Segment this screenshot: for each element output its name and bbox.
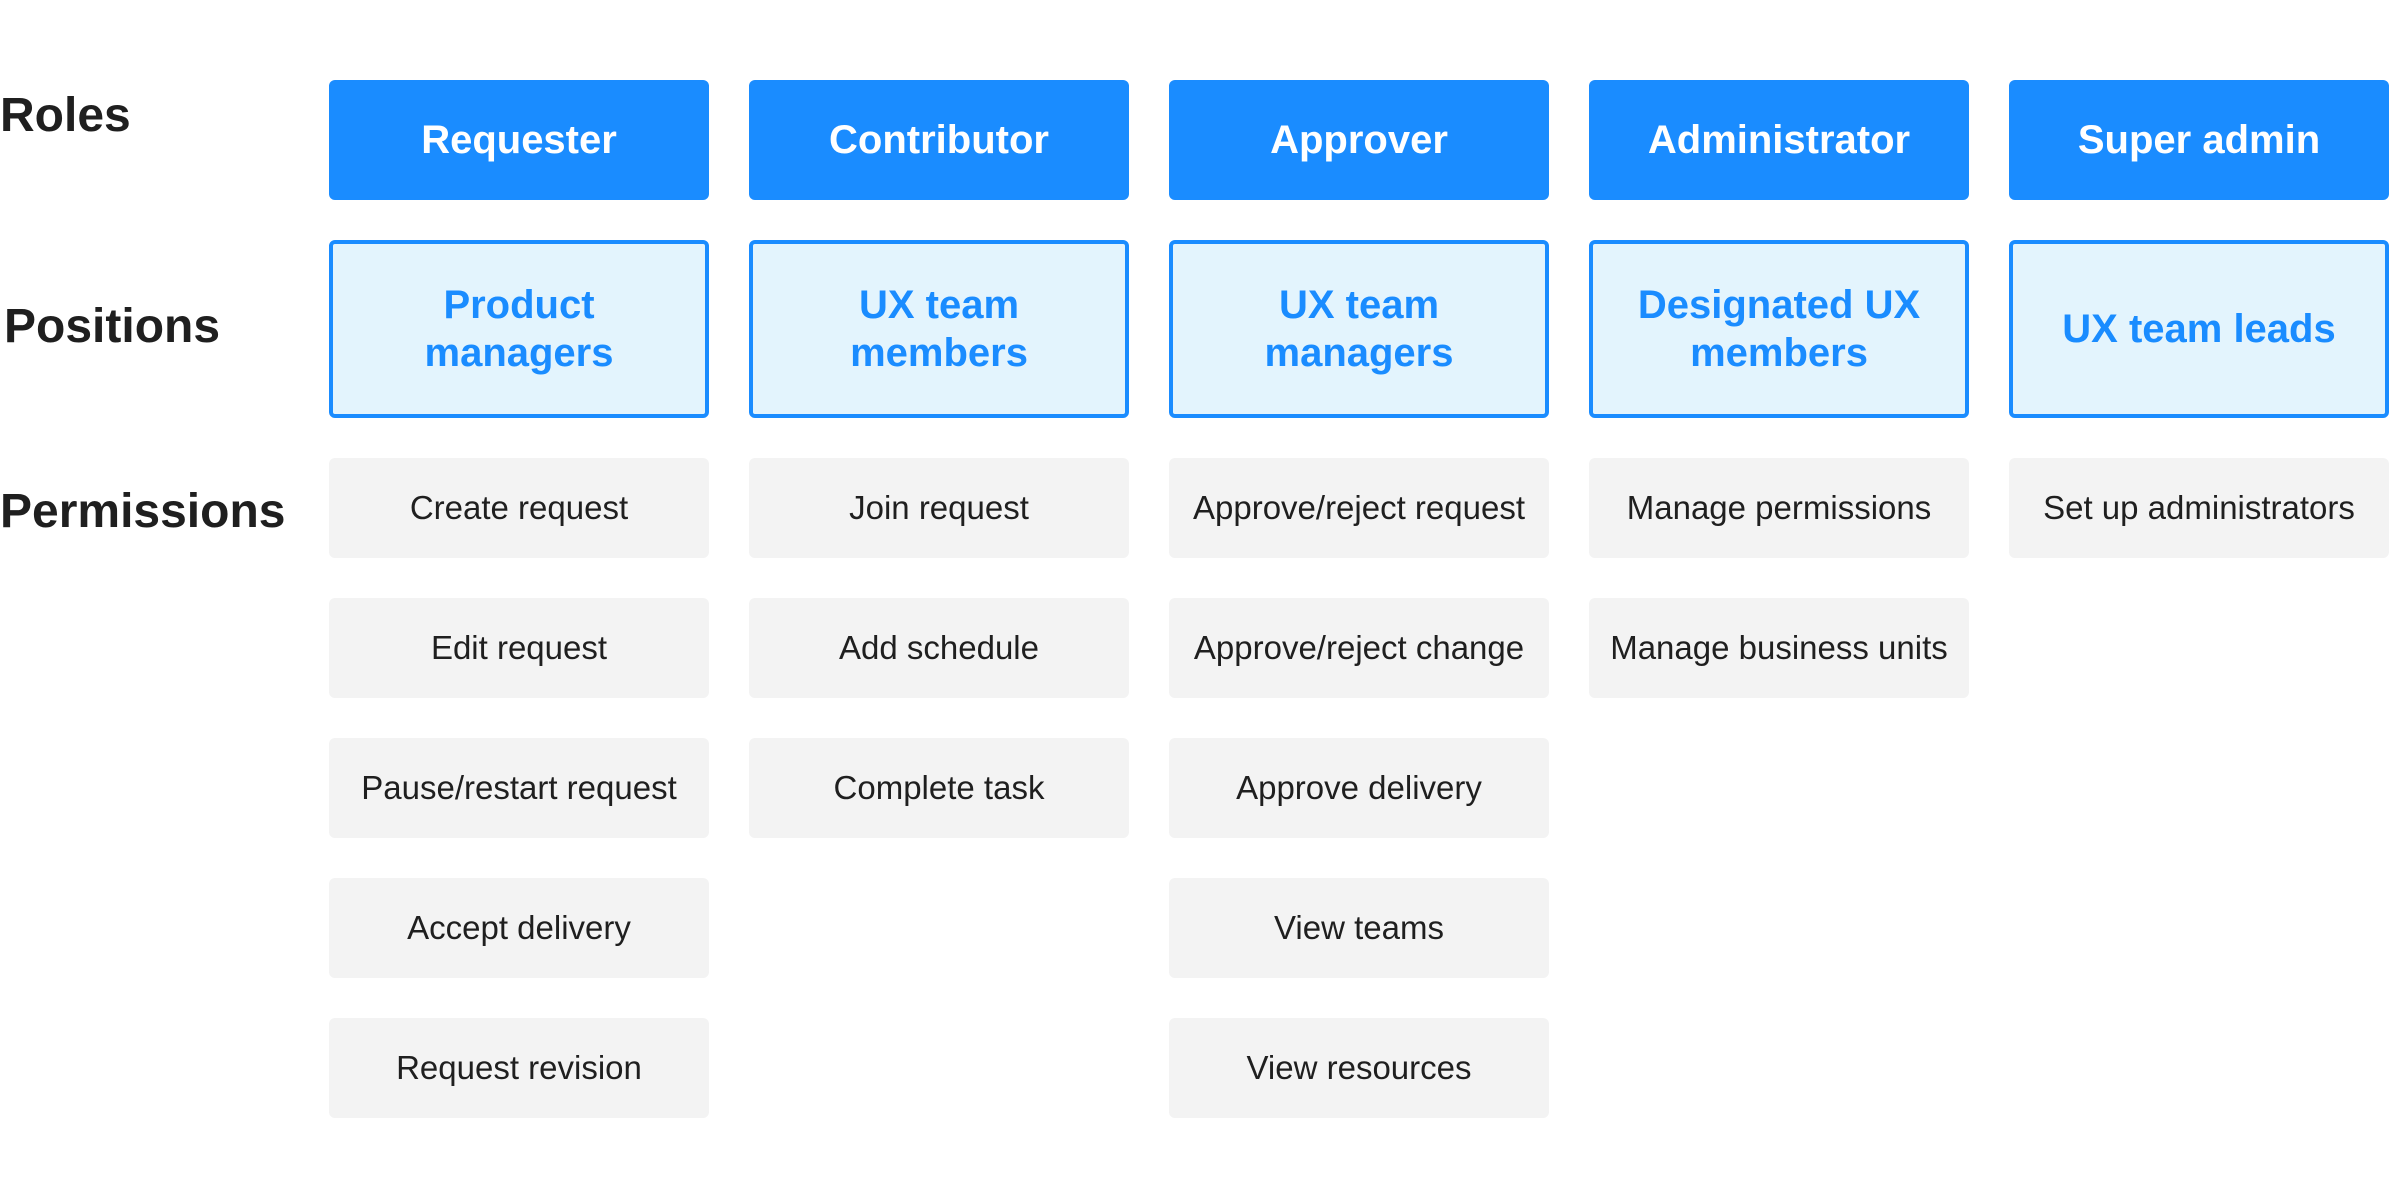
permission-item: Pause/restart request xyxy=(329,738,709,838)
positions-label: Positions xyxy=(4,300,221,353)
position-ux-team-leads: UX team leads xyxy=(2009,240,2389,418)
column-approver: Approver UX team managers Approve/reject… xyxy=(1169,80,1549,1118)
position-designated-ux-members: Designated UX members xyxy=(1589,240,1969,418)
role-approver: Approver xyxy=(1169,80,1549,200)
permission-item: Accept delivery xyxy=(329,878,709,978)
roles-label: Roles xyxy=(0,89,131,142)
permission-item: Manage permissions xyxy=(1589,458,1969,558)
permission-item: Complete task xyxy=(749,738,1129,838)
column-requester: Requester Product managers Create reques… xyxy=(329,80,709,1118)
role-super-admin: Super admin xyxy=(2009,80,2389,200)
role-requester: Requester xyxy=(329,80,709,200)
permission-item: Join request xyxy=(749,458,1129,558)
column-super-admin: Super admin UX team leads Set up adminis… xyxy=(2009,80,2389,1118)
permissions-list: Set up administrators xyxy=(2009,458,2389,558)
position-ux-team-managers: UX team managers xyxy=(1169,240,1549,418)
column-administrator: Administrator Designated UX members Mana… xyxy=(1589,80,1969,1118)
position-ux-team-members: UX team members xyxy=(749,240,1129,418)
permission-item: Edit request xyxy=(329,598,709,698)
permission-item: Approve/reject request xyxy=(1169,458,1549,558)
permission-item: View teams xyxy=(1169,878,1549,978)
permission-item: Approve delivery xyxy=(1169,738,1549,838)
position-product-managers: Product managers xyxy=(329,240,709,418)
permission-item: View resources xyxy=(1169,1018,1549,1118)
permissions-list: Join request Add schedule Complete task xyxy=(749,458,1129,838)
role-administrator: Administrator xyxy=(1589,80,1969,200)
permission-item: Request revision xyxy=(329,1018,709,1118)
permission-item: Manage business units xyxy=(1589,598,1969,698)
permissions-list: Manage permissions Manage business units xyxy=(1589,458,1969,698)
permissions-list: Create request Edit request Pause/restar… xyxy=(329,458,709,1118)
column-contributor: Contributor UX team members Join request… xyxy=(749,80,1129,1118)
permission-item: Create request xyxy=(329,458,709,558)
permissions-list: Approve/reject request Approve/reject ch… xyxy=(1169,458,1549,1118)
permission-item: Set up administrators xyxy=(2009,458,2389,558)
permissions-label: Permissions xyxy=(0,485,286,538)
role-contributor: Contributor xyxy=(749,80,1129,200)
permission-item: Approve/reject change xyxy=(1169,598,1549,698)
permission-item: Add schedule xyxy=(749,598,1129,698)
roles-grid: Requester Product managers Create reques… xyxy=(329,80,2389,1118)
